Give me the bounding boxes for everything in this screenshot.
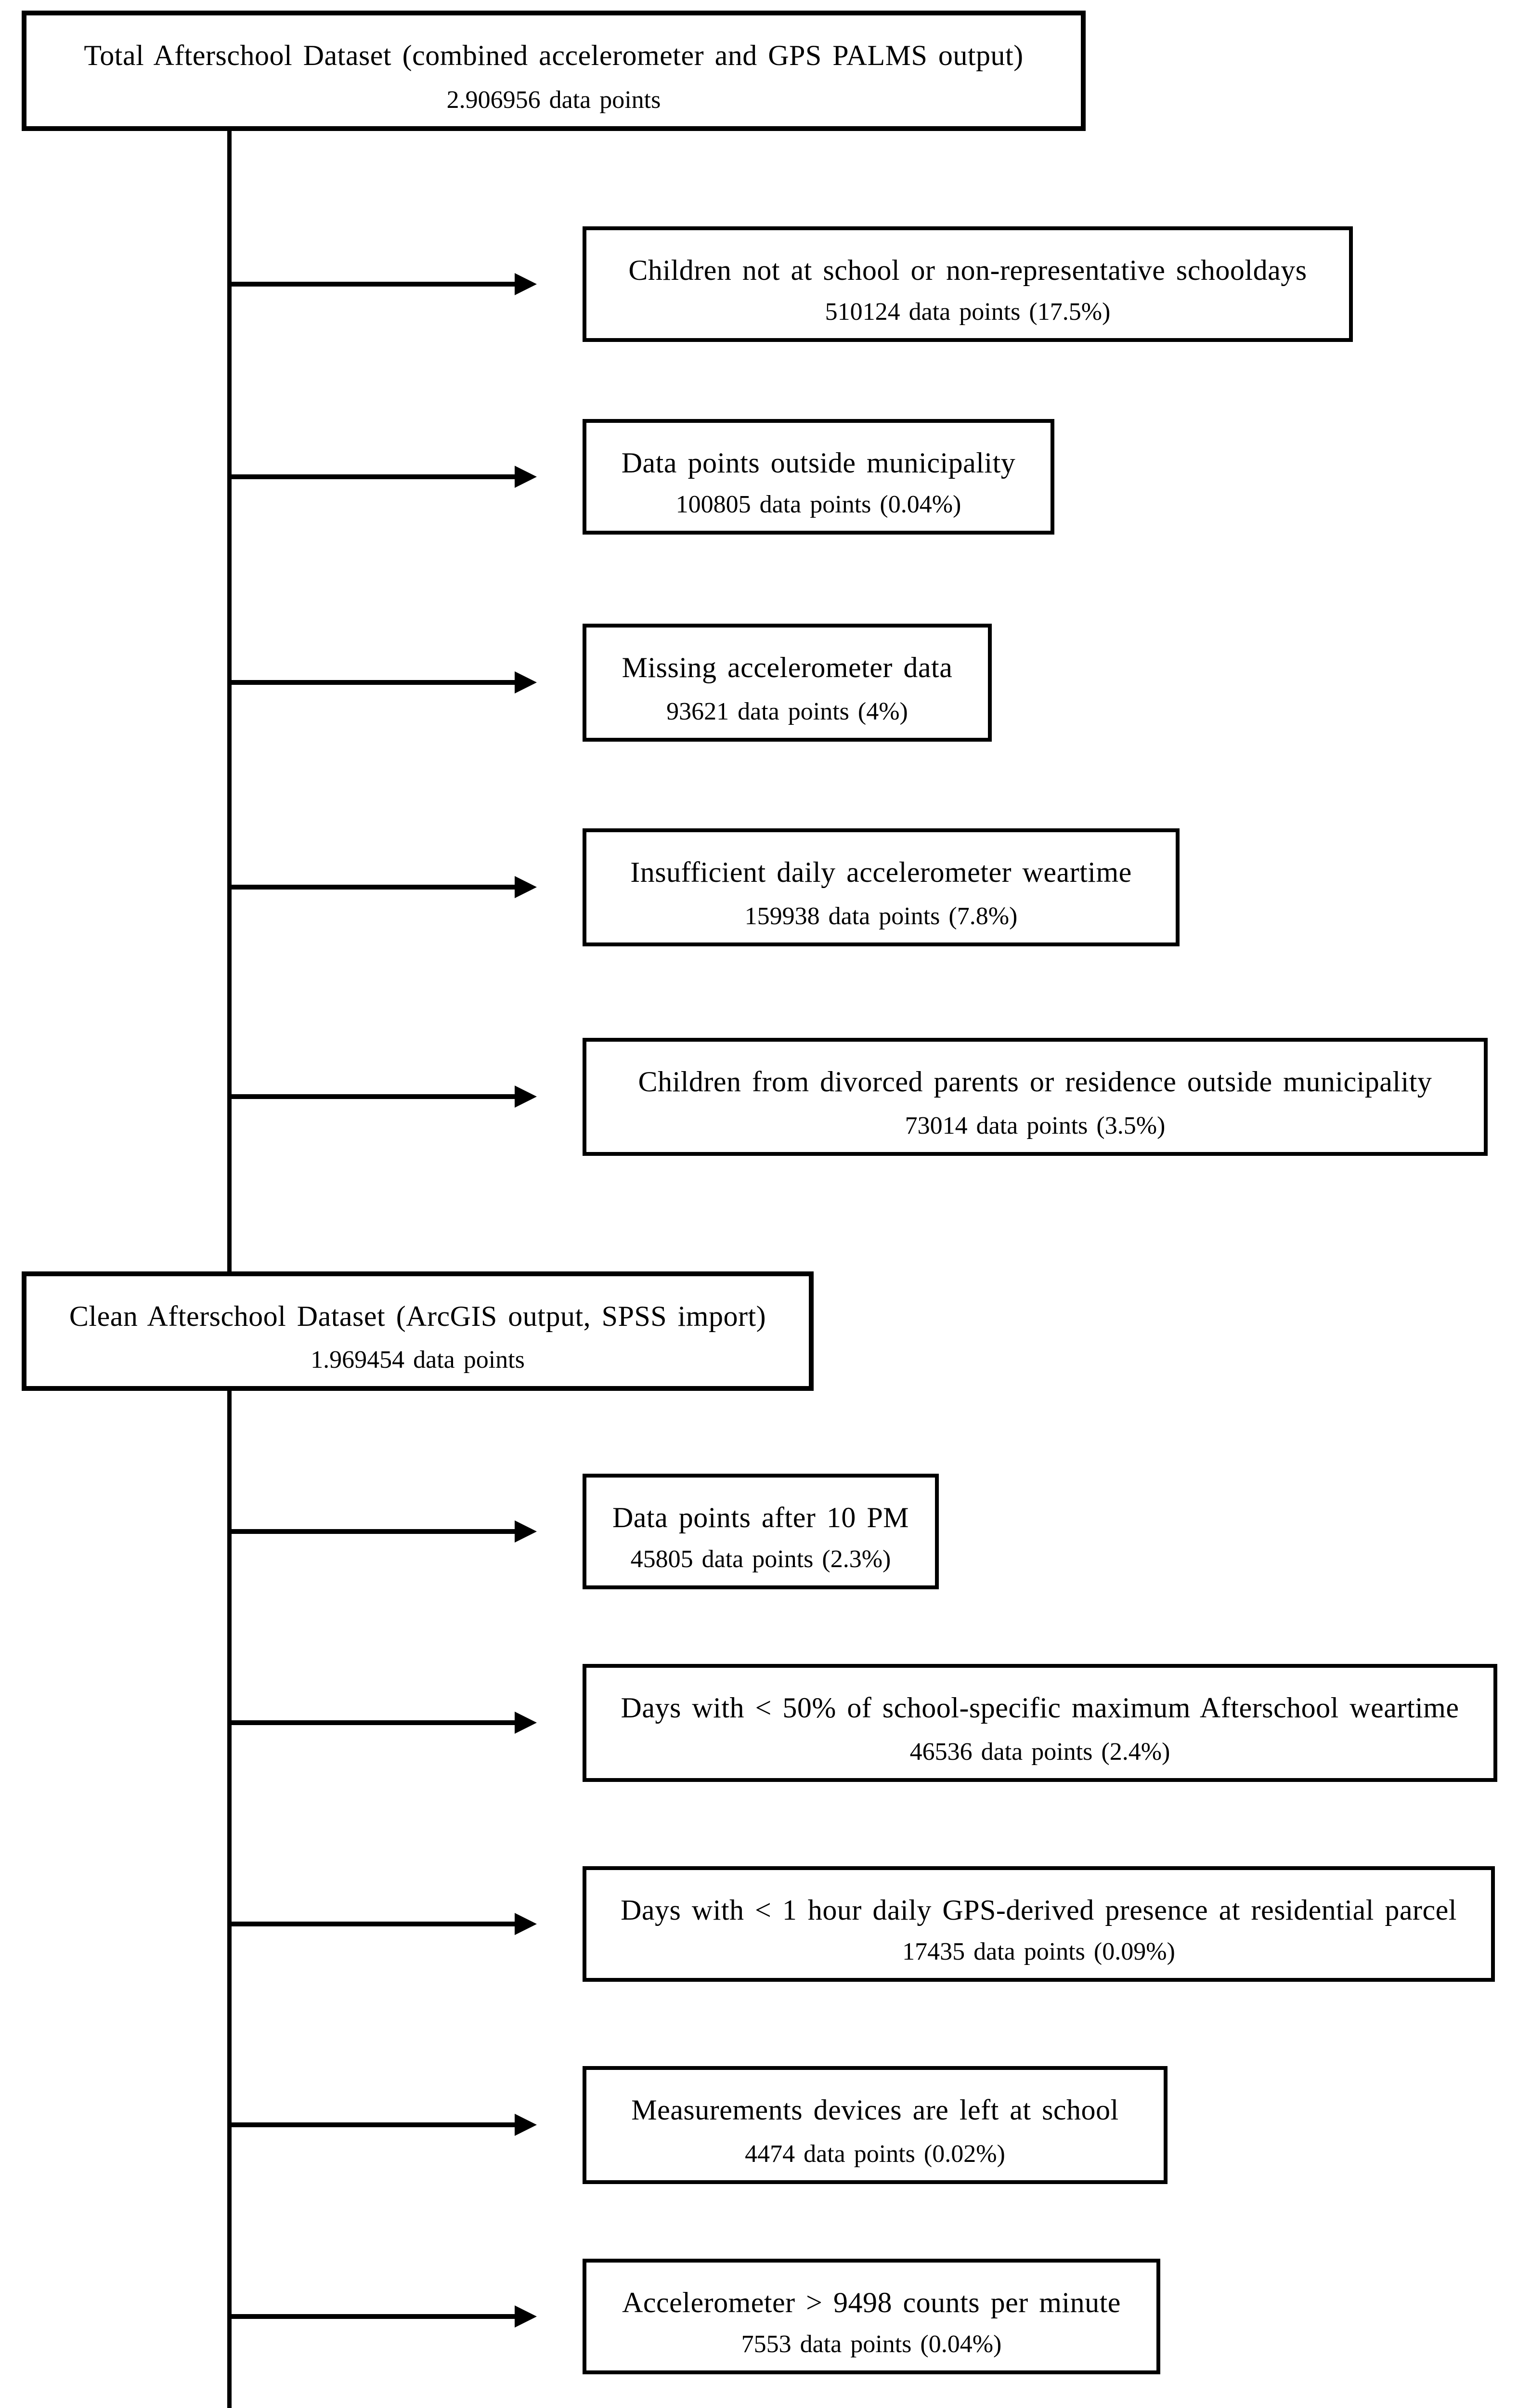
clean-dataset-label: Clean Afterschool Dataset (ArcGIS output… (69, 1300, 766, 1332)
arrowhead-right-icon (515, 1520, 537, 1543)
arrow-shaft (228, 1094, 518, 1099)
arrowhead-right-icon (515, 1913, 537, 1935)
exclusion-box-divorced-parents: Children from divorced parents or reside… (583, 1038, 1488, 1156)
exclusion-label: Children not at school or non-representa… (628, 254, 1307, 286)
arrow-shaft (228, 2314, 518, 2319)
exclusion-label: Children from divorced parents or reside… (638, 1066, 1432, 1098)
exclusion-label: Data points after 10 PM (612, 1502, 909, 1533)
exclusion-box-outside-municipality: Data points outside municipality 100805 … (583, 419, 1054, 535)
exclusion-arrow-4 (228, 876, 537, 898)
exclusion-label: Data points outside municipality (621, 447, 1016, 479)
exclusion-box-insufficient-weartime: Insufficient daily accelerometer weartim… (583, 828, 1180, 946)
exclusion-box-less-50pct-weartime: Days with < 50% of school-specific maxim… (583, 1664, 1497, 1782)
exclusion-count: 46536 data points (2.4%) (909, 1738, 1170, 1766)
arrowhead-right-icon (515, 466, 537, 488)
exclusion-count: 7553 data points (0.04%) (741, 2330, 1002, 2358)
exclusion-arrow-2 (228, 466, 537, 488)
arrow-shaft (228, 1922, 518, 1926)
exclusion-count: 100805 data points (0.04%) (675, 491, 961, 518)
exclusion-arrow-8 (228, 1913, 537, 1935)
exclusion-label: Insufficient daily accelerometer weartim… (630, 856, 1132, 888)
clean-dataset-box: Clean Afterschool Dataset (ArcGIS output… (22, 1271, 814, 1391)
flow-line-total-to-clean (227, 130, 232, 1272)
arrow-shaft (228, 1529, 518, 1534)
exclusion-label: Missing accelerometer data (622, 652, 953, 683)
exclusion-arrow-1 (228, 273, 537, 295)
exclusion-arrow-7 (228, 1712, 537, 1734)
exclusion-label: Days with < 1 hour daily GPS-derived pre… (621, 1894, 1457, 1926)
arrow-shaft (228, 474, 518, 479)
exclusion-count: 4474 data points (0.02%) (745, 2140, 1005, 2168)
arrow-shaft (228, 885, 518, 890)
exclusion-box-accelerometer-counts: Accelerometer > 9498 counts per minute 7… (583, 2259, 1160, 2374)
arrowhead-right-icon (515, 2114, 537, 2136)
arrowhead-right-icon (515, 671, 537, 694)
exclusion-box-children-not-at-school: Children not at school or non-representa… (583, 226, 1353, 342)
exclusion-box-after-10pm: Data points after 10 PM 45805 data point… (583, 1474, 939, 1589)
exclusion-label: Days with < 50% of school-specific maxim… (621, 1692, 1459, 1724)
exclusion-box-missing-accelerometer: Missing accelerometer data 93621 data po… (583, 624, 992, 742)
exclusion-count: 17435 data points (0.09%) (902, 1938, 1175, 1965)
arrowhead-right-icon (515, 1086, 537, 1108)
arrowhead-right-icon (515, 273, 537, 295)
exclusion-box-less-1hour-gps-presence: Days with < 1 hour daily GPS-derived pre… (583, 1866, 1495, 1982)
arrow-shaft (228, 2122, 518, 2127)
exclusion-count: 45805 data points (2.3%) (630, 1545, 891, 1573)
exclusion-arrow-5 (228, 1086, 537, 1108)
exclusion-label: Measurements devices are left at school (631, 2094, 1119, 2126)
exclusion-count: 510124 data points (17.5%) (825, 298, 1111, 326)
clean-dataset-count: 1.969454 data points (311, 1346, 525, 1374)
arrow-shaft (228, 282, 518, 287)
exclusion-label: Accelerometer > 9498 counts per minute (622, 2287, 1121, 2318)
total-dataset-count: 2.906956 data points (446, 86, 661, 114)
flow-line-clean-to-final (227, 1390, 232, 2408)
exclusion-arrow-10 (228, 2305, 537, 2328)
total-dataset-label: Total Afterschool Dataset (combined acce… (84, 39, 1024, 71)
exclusion-box-devices-left-at-school: Measurements devices are left at school … (583, 2066, 1168, 2184)
exclusion-arrow-6 (228, 1520, 537, 1543)
exclusion-arrow-3 (228, 671, 537, 694)
arrow-shaft (228, 680, 518, 685)
arrow-shaft (228, 1720, 518, 1725)
arrowhead-right-icon (515, 1712, 537, 1734)
exclusion-count: 159938 data points (7.8%) (744, 903, 1018, 930)
exclusion-count: 73014 data points (3.5%) (905, 1112, 1166, 1139)
total-dataset-box: Total Afterschool Dataset (combined acce… (22, 11, 1086, 131)
arrowhead-right-icon (515, 876, 537, 898)
exclusion-arrow-9 (228, 2114, 537, 2136)
exclusion-count: 93621 data points (4%) (666, 698, 908, 725)
arrowhead-right-icon (515, 2305, 537, 2328)
